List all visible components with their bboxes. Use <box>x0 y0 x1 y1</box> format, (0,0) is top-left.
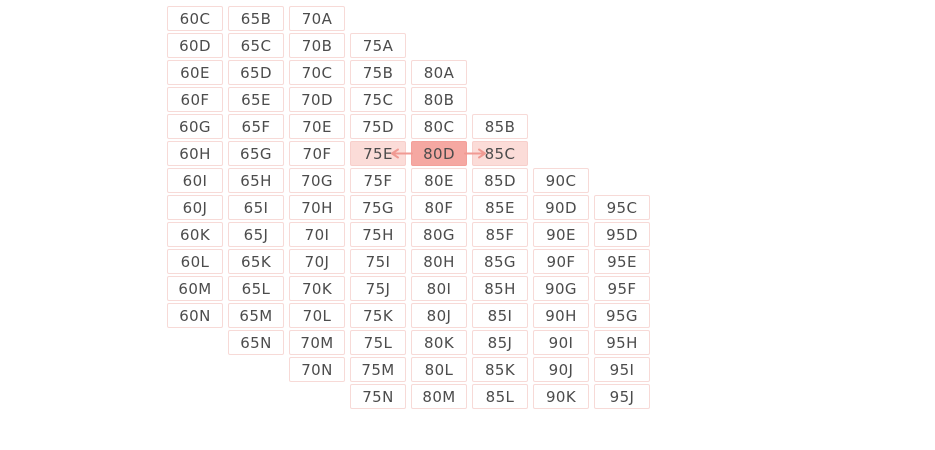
size-cell-70C[interactable]: 70C <box>289 60 345 85</box>
size-cell-70H[interactable]: 70H <box>289 195 345 220</box>
size-cell-90F[interactable]: 90F <box>533 249 589 274</box>
size-cell-85E[interactable]: 85E <box>472 195 528 220</box>
size-cell-65C[interactable]: 65C <box>228 33 284 58</box>
size-cell-70L[interactable]: 70L <box>289 303 345 328</box>
size-cell-60M[interactable]: 60M <box>167 276 223 301</box>
size-cell-75J[interactable]: 75J <box>350 276 406 301</box>
size-cell-80L[interactable]: 80L <box>411 357 467 382</box>
size-cell-80A[interactable]: 80A <box>411 60 467 85</box>
size-cell-60G[interactable]: 60G <box>167 114 223 139</box>
size-cell-60L[interactable]: 60L <box>167 249 223 274</box>
size-cell-75G[interactable]: 75G <box>350 195 406 220</box>
size-cell-80C[interactable]: 80C <box>411 114 467 139</box>
size-cell-85J[interactable]: 85J <box>472 330 528 355</box>
size-cell-80E[interactable]: 80E <box>411 168 467 193</box>
size-cell-75M[interactable]: 75M <box>350 357 406 382</box>
size-cell-65F[interactable]: 65F <box>228 114 284 139</box>
size-cell-95D[interactable]: 95D <box>594 222 650 247</box>
size-cell-90D[interactable]: 90D <box>533 195 589 220</box>
size-cell-85B[interactable]: 85B <box>472 114 528 139</box>
size-cell-70I[interactable]: 70I <box>289 222 345 247</box>
size-cell-65M[interactable]: 65M <box>228 303 284 328</box>
size-cell-90G[interactable]: 90G <box>533 276 589 301</box>
size-cell-70N[interactable]: 70N <box>289 357 345 382</box>
size-cell-80K[interactable]: 80K <box>411 330 467 355</box>
size-cell-95I[interactable]: 95I <box>594 357 650 382</box>
size-cell-90H[interactable]: 90H <box>533 303 589 328</box>
size-cell-75L[interactable]: 75L <box>350 330 406 355</box>
size-cell-80J[interactable]: 80J <box>411 303 467 328</box>
size-cell-60E[interactable]: 60E <box>167 60 223 85</box>
size-cell-90I[interactable]: 90I <box>533 330 589 355</box>
size-cell-60H[interactable]: 60H <box>167 141 223 166</box>
size-cell-70A[interactable]: 70A <box>289 6 345 31</box>
size-cell-75K[interactable]: 75K <box>350 303 406 328</box>
size-cell-80M[interactable]: 80M <box>411 384 467 409</box>
size-cell-65D[interactable]: 65D <box>228 60 284 85</box>
size-cell-85C[interactable]: 85C <box>472 141 528 166</box>
size-cell-70G[interactable]: 70G <box>289 168 345 193</box>
size-cell-75F[interactable]: 75F <box>350 168 406 193</box>
size-cell-65G[interactable]: 65G <box>228 141 284 166</box>
size-cell-65B[interactable]: 65B <box>228 6 284 31</box>
size-cell-70D[interactable]: 70D <box>289 87 345 112</box>
size-cell-90E[interactable]: 90E <box>533 222 589 247</box>
size-cell-75I[interactable]: 75I <box>350 249 406 274</box>
size-cell-65K[interactable]: 65K <box>228 249 284 274</box>
size-cell-70J[interactable]: 70J <box>289 249 345 274</box>
size-cell-75E[interactable]: 75E <box>350 141 406 166</box>
size-cell-80B[interactable]: 80B <box>411 87 467 112</box>
size-cell-70K[interactable]: 70K <box>289 276 345 301</box>
size-cell-85L[interactable]: 85L <box>472 384 528 409</box>
size-cell-90J[interactable]: 90J <box>533 357 589 382</box>
size-cell-95E[interactable]: 95E <box>594 249 650 274</box>
size-cell-60C[interactable]: 60C <box>167 6 223 31</box>
size-cell-65I[interactable]: 65I <box>228 195 284 220</box>
size-cell-65J[interactable]: 65J <box>228 222 284 247</box>
size-cell-90K[interactable]: 90K <box>533 384 589 409</box>
size-cell-70B[interactable]: 70B <box>289 33 345 58</box>
size-cell-80G[interactable]: 80G <box>411 222 467 247</box>
size-cell-85H[interactable]: 85H <box>472 276 528 301</box>
size-cell-95J[interactable]: 95J <box>594 384 650 409</box>
size-cell-85K[interactable]: 85K <box>472 357 528 382</box>
size-cell-75H[interactable]: 75H <box>350 222 406 247</box>
size-cell-60J[interactable]: 60J <box>167 195 223 220</box>
size-cell-75N[interactable]: 75N <box>350 384 406 409</box>
size-cell-75C[interactable]: 75C <box>350 87 406 112</box>
size-cell-95F[interactable]: 95F <box>594 276 650 301</box>
size-cell-70M[interactable]: 70M <box>289 330 345 355</box>
size-cell-80D[interactable]: 80D <box>411 141 467 166</box>
size-cell-80F[interactable]: 80F <box>411 195 467 220</box>
size-cell-70E[interactable]: 70E <box>289 114 345 139</box>
size-cell-75D[interactable]: 75D <box>350 114 406 139</box>
size-cell-75A[interactable]: 75A <box>350 33 406 58</box>
size-cell-85F[interactable]: 85F <box>472 222 528 247</box>
size-cell-65N[interactable]: 65N <box>228 330 284 355</box>
size-cell-95G[interactable]: 95G <box>594 303 650 328</box>
size-cell-95C[interactable]: 95C <box>594 195 650 220</box>
size-cell-85G[interactable]: 85G <box>472 249 528 274</box>
size-cell-60N[interactable]: 60N <box>167 303 223 328</box>
size-cell-60D[interactable]: 60D <box>167 33 223 58</box>
size-cell-90C[interactable]: 90C <box>533 168 589 193</box>
size-cell-70F[interactable]: 70F <box>289 141 345 166</box>
size-cell-75B[interactable]: 75B <box>350 60 406 85</box>
size-cell-85I[interactable]: 85I <box>472 303 528 328</box>
size-cell-60K[interactable]: 60K <box>167 222 223 247</box>
size-cell-65H[interactable]: 65H <box>228 168 284 193</box>
size-cell-80I[interactable]: 80I <box>411 276 467 301</box>
size-cell-60I[interactable]: 60I <box>167 168 223 193</box>
size-cell-65L[interactable]: 65L <box>228 276 284 301</box>
size-cell-60F[interactable]: 60F <box>167 87 223 112</box>
size-cell-95H[interactable]: 95H <box>594 330 650 355</box>
size-cell-80H[interactable]: 80H <box>411 249 467 274</box>
size-cell-65E[interactable]: 65E <box>228 87 284 112</box>
size-cell-85D[interactable]: 85D <box>472 168 528 193</box>
